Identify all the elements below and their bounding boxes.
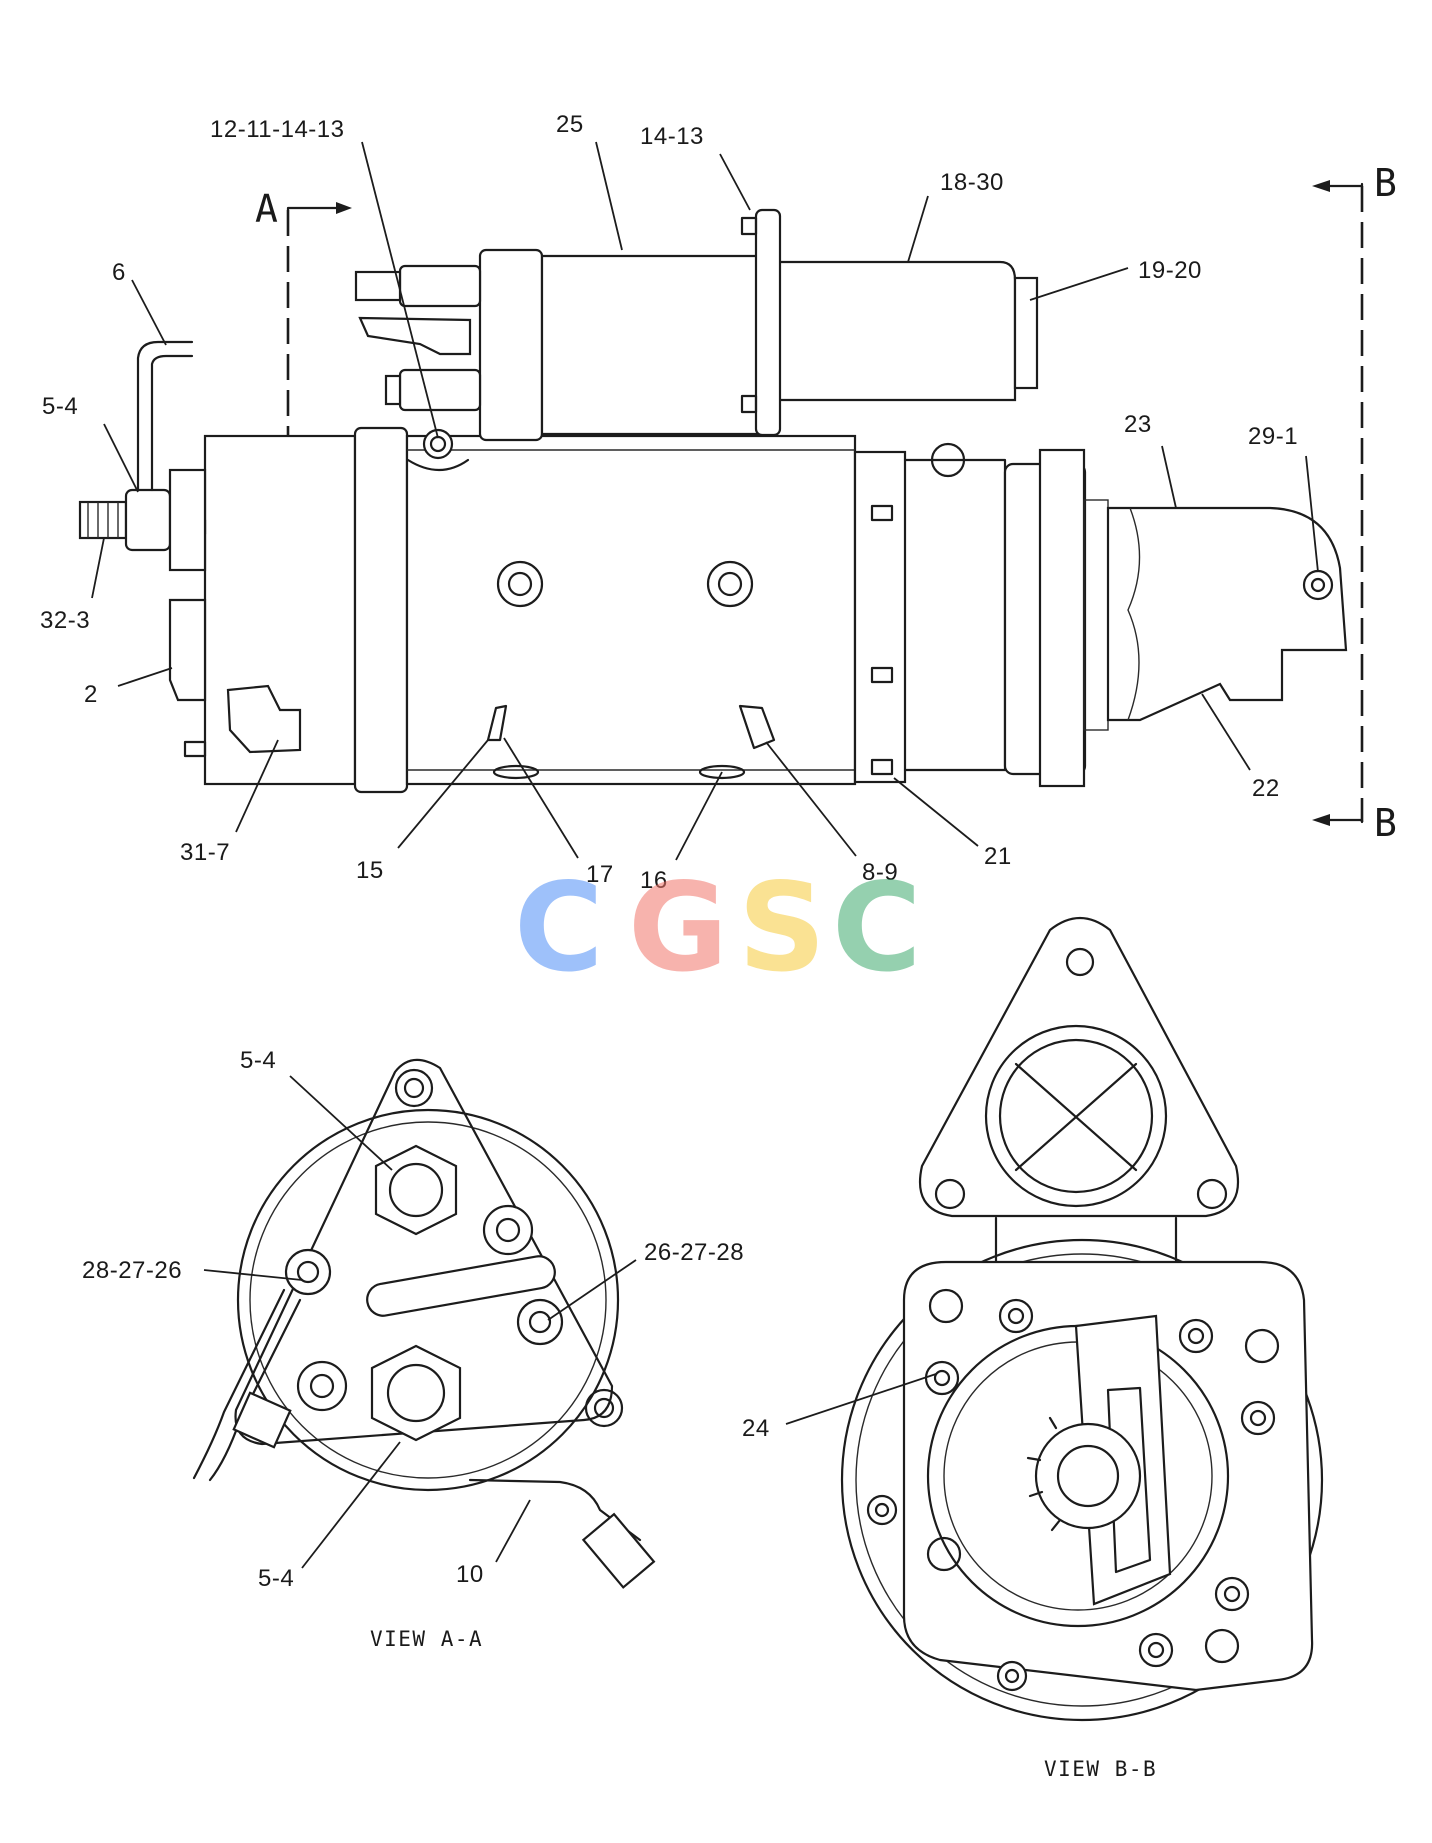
watermark-logo: C G S C <box>514 857 922 999</box>
section-b-top-label: B <box>1374 161 1397 205</box>
view-b-b-label: VIEW B-B <box>1044 1757 1157 1781</box>
terminal-nut <box>124 488 172 552</box>
terminal-hex-top <box>374 1144 458 1236</box>
view-a-a <box>192 1058 656 1589</box>
mount-flange-plate <box>1038 448 1086 788</box>
callout-15: 15 <box>356 857 384 884</box>
solenoid-terminal-plate <box>1013 276 1039 390</box>
section-a-top-label: A <box>255 187 278 231</box>
callout-8-9: 8-9 <box>862 859 898 886</box>
callout-24: 24 <box>742 1415 770 1442</box>
callout-12-11-14-13: 12-11-14-13 <box>210 116 344 143</box>
end-frame-ring <box>353 426 409 794</box>
view-b-callouts: 24 VIEW B-B <box>742 1373 1157 1781</box>
callout-14-13: 14-13 <box>640 123 704 150</box>
starter-motor-side-view <box>78 208 1348 794</box>
callout-2: 2 <box>84 681 98 708</box>
watermark-letter-c2: C <box>832 857 922 999</box>
watermark-letter-g: G <box>628 857 728 999</box>
callout-23: 23 <box>1124 411 1152 438</box>
field-frame-housing <box>405 434 857 786</box>
callout-a-5-4-top: 5-4 <box>240 1047 276 1074</box>
view-b-b <box>840 917 1324 1722</box>
brush-cover <box>226 684 302 754</box>
view-a-a-label: VIEW A-A <box>370 1627 483 1651</box>
callout-28-27-26: 28-27-26 <box>82 1257 182 1284</box>
callout-25: 25 <box>556 111 584 138</box>
terminal-hex-bottom <box>370 1344 462 1442</box>
section-marker-b: B B <box>1312 161 1397 845</box>
watermark-letter-s: S <box>738 857 826 999</box>
watermark-letter-c1: C <box>514 857 604 999</box>
terminal-stud <box>78 500 128 540</box>
callout-19-20: 19-20 <box>1138 257 1202 284</box>
terminal-bracket <box>168 468 207 572</box>
view-a-callouts: 5-4 28-27-26 26-27-28 5-4 10 VIEW A-A <box>82 1047 744 1651</box>
view-b-round-housing <box>840 1238 1324 1722</box>
main-view-callouts: 12-11-14-13 25 14-13 18-30 19-20 6 5-4 3… <box>40 111 1319 894</box>
callout-5-4: 5-4 <box>42 393 78 420</box>
callout-17: 17 <box>586 861 614 888</box>
callout-a-5-4-bottom: 5-4 <box>258 1565 294 1592</box>
view-b-pinion-gear <box>1034 1422 1142 1530</box>
solenoid-flange-plate <box>754 208 782 437</box>
callout-6: 6 <box>112 259 126 286</box>
view-b-mount-flange <box>918 917 1240 1218</box>
drive-housing-flange <box>853 450 907 784</box>
solenoid-housing <box>756 260 1017 402</box>
callout-10: 10 <box>456 1561 484 1588</box>
view-a-end-cap <box>236 1108 620 1492</box>
solenoid-body <box>540 254 760 436</box>
callout-18-30: 18-30 <box>940 169 1004 196</box>
nose-housing <box>1106 506 1348 722</box>
callout-29-1: 29-1 <box>1248 423 1298 450</box>
callout-16: 16 <box>640 867 668 894</box>
callout-26-27-28: 26-27-28 <box>644 1239 744 1266</box>
callout-21: 21 <box>984 843 1012 870</box>
callout-31-7: 31-7 <box>180 839 230 866</box>
callout-22: 22 <box>1252 775 1280 802</box>
solenoid-end-cover <box>478 248 544 442</box>
callout-32-3: 32-3 <box>40 607 90 634</box>
section-b-bottom-label: B <box>1374 801 1397 845</box>
